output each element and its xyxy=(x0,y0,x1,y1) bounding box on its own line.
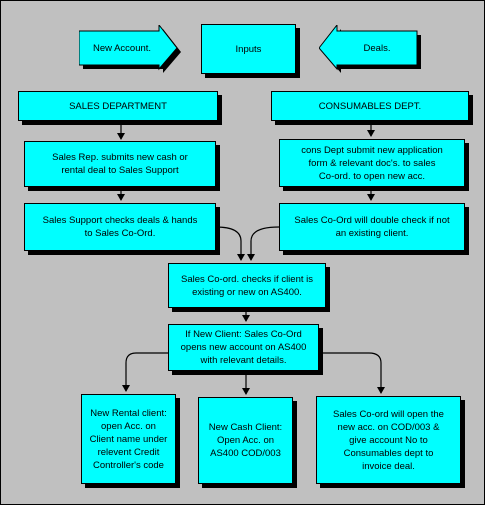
new-account-arrow-shape xyxy=(79,25,181,73)
connector-new-client-to-rental xyxy=(122,352,168,392)
coord-check-text: Sales Co-ord. checks if client is existi… xyxy=(181,273,313,298)
cash-client-text: New Cash Client: Open Acc. on AS400 COD/… xyxy=(208,422,283,459)
sales-rep-text: Sales Rep. submits new cash or rental de… xyxy=(52,152,188,176)
connector-new-client-to-consumables xyxy=(319,352,385,394)
cash-client-box: New Cash Client: Open Acc. on AS400 COD/… xyxy=(198,397,293,484)
sales-support-text: Sales Support checks deals & hands to Sa… xyxy=(42,215,198,239)
connector-support-to-coord xyxy=(215,226,245,261)
new-account-label: New Account. xyxy=(92,42,152,54)
sales-rep-box: Sales Rep. submits new cash or rental de… xyxy=(24,141,216,187)
inputs-label: Inputs xyxy=(235,43,262,55)
connector-double-check-to-coord xyxy=(247,226,280,261)
inputs-box: Inputs xyxy=(201,24,296,74)
double-check-text: Sales Co-Ord will double check if not an… xyxy=(294,215,450,239)
consumables-dept-label: CONSUMABLES DEPT. xyxy=(318,100,422,112)
new-client-text: If New Client: Sales Co-Ord opens new ac… xyxy=(180,329,307,366)
rental-client-text: New Rental client: open Acc. on Client n… xyxy=(89,407,168,471)
sales-support-box: Sales Support checks deals & hands to Sa… xyxy=(24,203,216,251)
double-check-box: Sales Co-Ord will double check if not an… xyxy=(279,203,465,251)
deals-label: Deals. xyxy=(363,42,391,54)
deals-arrow-shape xyxy=(319,25,421,73)
sales-department-label: SALES DEPARTMENT xyxy=(69,100,167,112)
consumables-dept-box: CONSUMABLES DEPT. xyxy=(271,91,469,121)
new-client-box: If New Client: Sales Co-Ord opens new ac… xyxy=(168,324,319,371)
consumables-outcome-text: Sales Co-ord will open the new acc. on C… xyxy=(333,408,444,472)
rental-client-box: New Rental client: open Acc. on Client n… xyxy=(81,394,176,484)
coord-check-box: Sales Co-ord. checks if client is existi… xyxy=(168,263,326,308)
cons-dept-text: cons Dept submit new application form & … xyxy=(301,144,443,182)
sales-department-box: SALES DEPARTMENT xyxy=(18,91,218,121)
consumables-outcome-box: Sales Co-ord will open the new acc. on C… xyxy=(316,396,461,484)
cons-dept-box: cons Dept submit new application form & … xyxy=(279,139,465,187)
